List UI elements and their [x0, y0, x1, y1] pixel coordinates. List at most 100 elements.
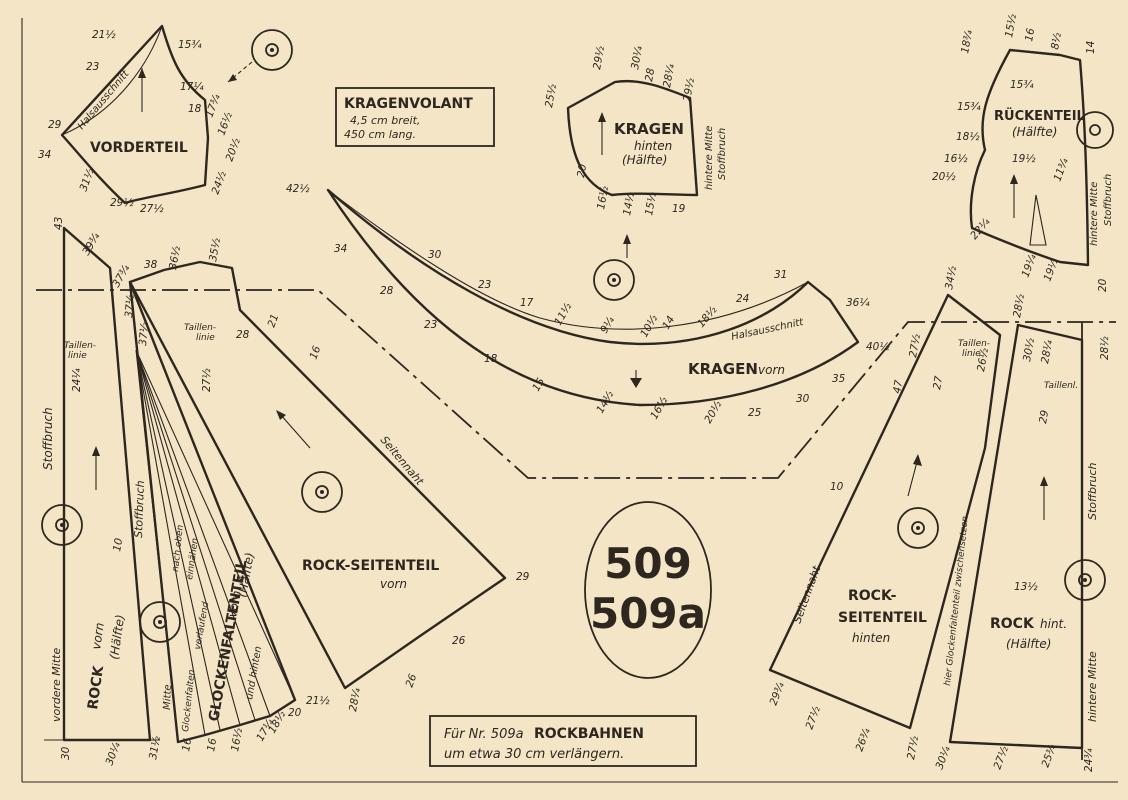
measure-label: 47 — [891, 379, 905, 395]
measure-label: 34½ — [943, 265, 959, 290]
measure-label: 38 — [144, 259, 158, 271]
measure-label: 10½ — [638, 313, 660, 339]
measure-label: 29½ — [681, 77, 697, 102]
measure-label: 26 — [404, 672, 420, 689]
measure-label: 19½ — [1012, 153, 1036, 165]
rock-seitenteil-vorn-piece: ROCK-SEITENTEIL vorn Seitennaht Taillen-… — [128, 237, 530, 713]
measure-label: 23 — [424, 319, 437, 331]
measure-label: 25 — [748, 407, 762, 419]
measure-label: 20 — [288, 707, 302, 719]
measure-label: 30¼ — [629, 44, 645, 70]
measure-label: 27 — [931, 375, 945, 391]
vorderteil-piece: VORDERTEIL Halsausschnitt 21½ 15¾ 23 17¼… — [38, 24, 293, 215]
measure-label: 24¾ — [1083, 748, 1095, 772]
measure-label: 14½ — [621, 191, 637, 216]
measure-label: 15¾ — [178, 39, 202, 51]
measure-label: 28 — [236, 329, 250, 341]
measure-label: 29½ — [110, 197, 134, 209]
rock-hint-half: (Hälfte) — [1006, 637, 1051, 651]
measure-label: 28 — [380, 285, 394, 297]
taillenlinie-left-2: linie — [68, 351, 87, 361]
kragen-hinten-title: KRAGEN — [614, 120, 684, 138]
measure-label: 29 — [48, 119, 62, 131]
measure-label: 21½ — [306, 695, 330, 707]
measure-label: 13½ — [1014, 581, 1038, 593]
measure-label: 37½ — [123, 294, 137, 319]
measure-label: 19 — [672, 203, 686, 215]
measure-label: 11½ — [552, 301, 574, 327]
measure-label: 27½ — [804, 705, 823, 731]
measure-label: 18¾ — [959, 28, 975, 54]
measure-label: 30 — [60, 746, 72, 760]
measure-label: 17¼ — [180, 81, 204, 93]
glockenfalten-hinten-note: hier Glockenfaltenteil zwischensetzen — [943, 515, 971, 686]
stoffbruch-mid: Stoffbruch — [132, 480, 147, 538]
kragen-hinten-half: (Hälfte) — [622, 153, 667, 167]
measure-label: 26½ — [975, 347, 991, 372]
measure-label: 17¾ — [204, 92, 224, 119]
measure-label: 28½ — [1011, 293, 1027, 318]
measure-label: 23 — [478, 279, 491, 291]
vordere-mitte-label: vordere Mitte — [50, 648, 63, 722]
kragen-vorn-sub: vorn — [758, 363, 785, 377]
measure-label: 24¼ — [71, 368, 83, 392]
measure-label: 30½ — [1021, 337, 1037, 362]
note-fuer-nr: Für Nr. 509a — [444, 727, 524, 742]
measure-label: 9¼ — [598, 314, 617, 335]
measure-label: 36½ — [167, 245, 183, 270]
measure-label: 16 — [1023, 27, 1037, 43]
taillenlinie-mid-2: linie — [196, 333, 215, 343]
rueckenteil-hintere-mitte: hintere Mitte — [1089, 182, 1100, 246]
waistline-guide — [36, 289, 1116, 479]
measure-label: 23 — [86, 61, 99, 73]
measure-label: 16 — [180, 737, 194, 753]
measure-label: 15¾ — [957, 101, 981, 113]
grain-circle-glockenfalten — [139, 601, 181, 643]
measure-label: 35½ — [207, 237, 223, 262]
measure-label: 11¾ — [1052, 156, 1072, 183]
glockenfalten-note-2: nach oben — [171, 524, 186, 572]
measure-label: 16½ — [944, 153, 968, 165]
measure-label: 26¾ — [854, 726, 874, 753]
hintere-mitte-label: hintere Mitte — [1086, 651, 1099, 722]
measure-label: 19¼ — [1020, 252, 1040, 279]
kragenvolant-box: KRAGENVOLANT 4,5 cm breit, 450 cm lang. — [335, 87, 495, 147]
measure-label: 25½ — [543, 83, 559, 108]
rueckenteil-stoffbruch: Stoffbruch — [1103, 174, 1114, 226]
measure-label: 18½ — [956, 131, 980, 143]
measure-label: 39¾ — [80, 230, 103, 257]
measure-label: 14 — [660, 314, 677, 332]
note-rockbahnen: ROCKBAHNEN — [534, 726, 644, 742]
kragen-vorn-title: KRAGEN — [688, 360, 758, 378]
rock-seitenteil-hinten-title-2: SEITENTEIL — [838, 610, 927, 626]
kragen-stoffbruch: Stoffbruch — [717, 128, 728, 180]
stoffbruch-left: Stoffbruch — [41, 407, 55, 470]
measure-label: 20 — [1097, 278, 1109, 292]
grain-circle-collar — [593, 259, 635, 301]
measure-label: 29¾ — [768, 680, 788, 707]
measure-label: 28¼ — [347, 686, 363, 712]
rockbahnen-note-box: Für Nr. 509a ROCKBAHNEN um etwa 30 cm ve… — [429, 715, 697, 767]
halsausschnitt-front-label: Halsausschnitt — [76, 68, 132, 132]
measure-label: 31½ — [147, 735, 163, 760]
rock-hint-title: ROCK — [990, 616, 1035, 632]
rueckenteil-half: (Hälfte) — [1012, 125, 1057, 139]
stoffbruch-right: Stoffbruch — [1086, 463, 1099, 520]
rock-hinten-piece: ROCK hint. (Hälfte) Stoffbruch hintere M… — [934, 322, 1111, 772]
measure-label: 28¼ — [1039, 338, 1055, 364]
kragen-hinten-sub: hinten — [634, 139, 672, 153]
grain-circle-side-back — [897, 507, 939, 549]
measure-label: 29 — [516, 571, 530, 583]
kragen-hinten-piece: KRAGEN hinten (Hälfte) hintere Mitte Sto… — [543, 44, 728, 258]
measure-label: 31 — [774, 269, 787, 281]
measure-label: 20½ — [224, 137, 243, 163]
measure-label: 27½ — [140, 203, 164, 215]
measure-label: 36¼ — [846, 297, 870, 309]
measure-label: 29 — [1037, 409, 1051, 425]
taillenlinie-mid: Taillen- — [184, 323, 216, 333]
measure-label: 20½ — [702, 399, 724, 425]
measure-label: 43 — [53, 217, 65, 230]
glockenfaltenteil-piece: Stoffbruch Mitte Glockenfalten nach oben… — [110, 262, 329, 752]
measure-label: 19½ — [1042, 257, 1061, 283]
